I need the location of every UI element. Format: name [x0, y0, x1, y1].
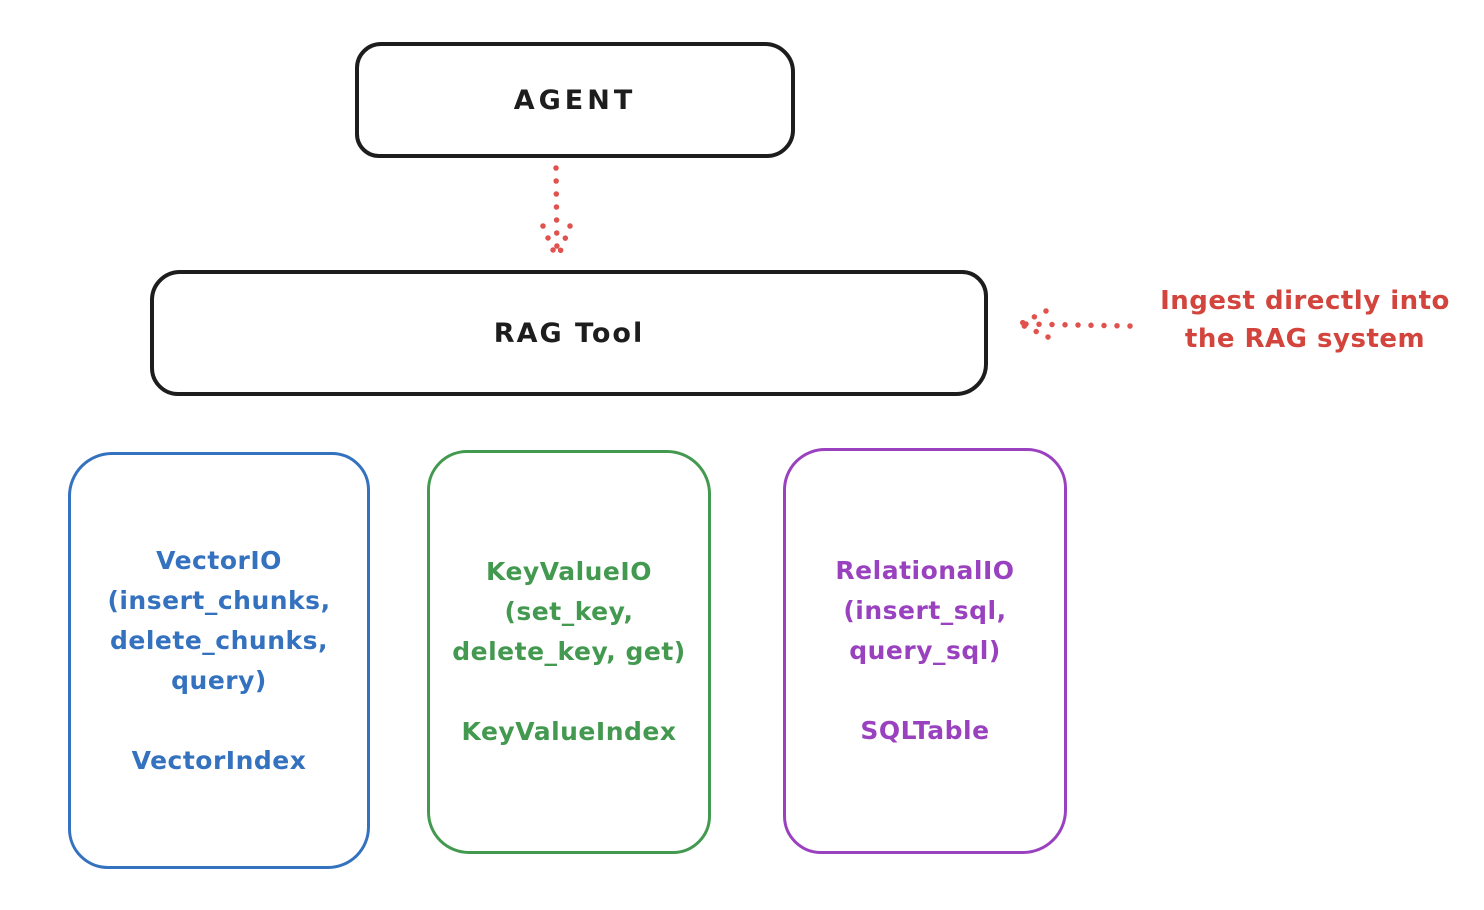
relational-io-lines: RelationalIO (insert_sql, query_sql) [835, 551, 1014, 671]
ingest-annotation-line2: the RAG system [1184, 324, 1426, 354]
vector-io-lines: VectorIO (insert_chunks, delete_chunks, … [107, 541, 330, 701]
arrow-annotation-to-rag-icon [1019, 308, 1133, 340]
relational-io-node: RelationalIO (insert_sql, query_sql) SQL… [783, 448, 1067, 854]
vector-index-label: VectorIndex [131, 745, 307, 775]
vector-io-line4: query) [171, 665, 267, 695]
keyvalue-io-lines: KeyValueIO (set_key, delete_key, get) [452, 552, 685, 672]
keyvalue-io-line1: KeyValueIO [486, 557, 652, 586]
relational-io-line3: query_sql) [849, 636, 1001, 665]
agent-node: AGENT [355, 42, 795, 158]
rag-tool-node: RAG Tool [150, 270, 988, 396]
vector-io-line2: (insert_chunks, [107, 585, 331, 615]
rag-tool-label: RAG Tool [493, 317, 645, 349]
keyvalue-io-line2: (set_key, [504, 597, 634, 626]
agent-label: AGENT [513, 84, 637, 116]
relational-io-line2: (insert_sql, [843, 596, 1007, 625]
ingest-annotation: Ingest directly into the RAG system [1135, 282, 1475, 358]
keyvalue-io-line3: delete_key, get) [452, 637, 686, 666]
sql-table-label: SQLTable [860, 716, 990, 745]
arrow-agent-to-rag-icon [540, 165, 573, 260]
relational-io-line1: RelationalIO [835, 556, 1015, 585]
keyvalue-io-node: KeyValueIO (set_key, delete_key, get) Ke… [427, 450, 711, 854]
vector-io-node: VectorIO (insert_chunks, delete_chunks, … [68, 452, 370, 869]
vector-io-line1: VectorIO [156, 545, 282, 575]
keyvalue-index-label: KeyValueIndex [461, 717, 677, 746]
vector-io-line3: delete_chunks, [110, 625, 328, 655]
ingest-annotation-line1: Ingest directly into [1160, 286, 1450, 316]
